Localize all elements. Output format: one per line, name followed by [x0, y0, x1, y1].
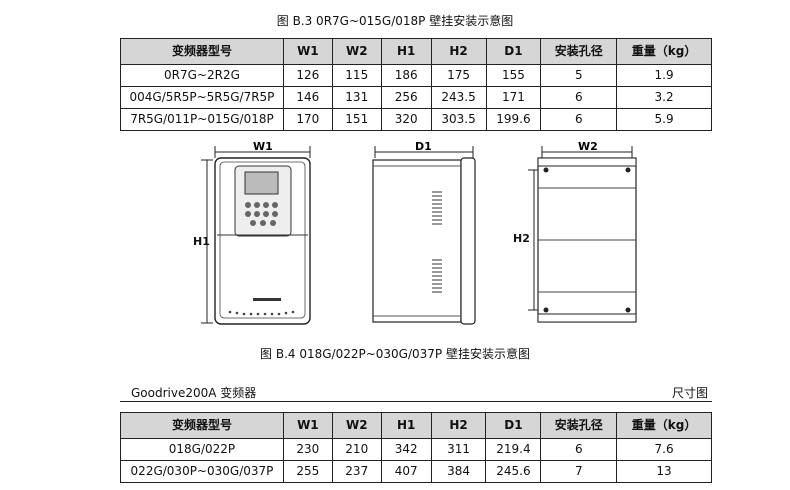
d1-dimension-label: D1: [415, 140, 432, 153]
table-cell: 13: [616, 460, 712, 483]
column-header: 重量（kg）: [616, 412, 712, 439]
header-rule: [120, 401, 712, 402]
front-view-drawing: W1: [201, 140, 311, 325]
table-cell: 004G/5R5P~5R5G/7R5P: [120, 86, 284, 109]
column-header: W1: [282, 412, 333, 439]
h2-dimension-label: H2: [513, 232, 530, 245]
table-cell: 186: [380, 64, 432, 87]
table-cell: 6: [540, 108, 618, 131]
side-vent-lower: [432, 259, 442, 293]
table-cell: 018G/022P: [120, 438, 284, 461]
table-cell: 303.5: [430, 108, 487, 131]
table-cell: 1.9: [616, 64, 712, 87]
table-cell: 219.4: [485, 438, 542, 461]
vent-slots-bottom: [228, 310, 295, 316]
table-cell: 237: [331, 460, 382, 483]
table-cell: 311: [430, 438, 487, 461]
column-header: 重量（kg）: [616, 38, 712, 65]
side-vent-upper: [432, 191, 442, 225]
table-cell: 6: [540, 438, 618, 461]
column-header: H1: [380, 38, 432, 65]
column-header: H2: [430, 38, 487, 65]
figure-caption-b3: 图 B.3 0R7G~015G/018P 壁挂安装示意图: [276, 14, 514, 28]
column-header: W2: [331, 412, 382, 439]
table-cell: 171: [485, 86, 542, 109]
h1-dimension-label: H1: [193, 235, 210, 248]
table-cell: 151: [331, 108, 382, 131]
table-cell: 175: [430, 64, 487, 87]
table-cell: 6: [540, 86, 618, 109]
column-header: 变频器型号: [120, 412, 284, 439]
table-cell: 255: [282, 460, 333, 483]
table-cell: 245.6: [485, 460, 542, 483]
table-cell: 155: [485, 64, 542, 87]
table-cell: 384: [430, 460, 487, 483]
column-header: 安装孔径: [540, 412, 618, 439]
table-cell: 199.6: [485, 108, 542, 131]
drive-side-body: [372, 159, 462, 323]
table-cell: 243.5: [430, 86, 487, 109]
page-header-product: Goodrive200A 变频器: [131, 386, 257, 400]
back-view-drawing: W2: [528, 140, 637, 323]
column-header: H1: [380, 412, 432, 439]
keypad-buttons: [245, 202, 278, 226]
column-header: 安装孔径: [540, 38, 618, 65]
column-header: D1: [485, 412, 542, 439]
table-cell: 146: [282, 86, 333, 109]
column-header: W1: [282, 38, 333, 65]
w2-dimension-label: W2: [578, 140, 598, 153]
table-cell: 022G/030P~030G/037P: [120, 460, 284, 483]
table-cell: 7: [540, 460, 618, 483]
side-view-drawing: D1: [372, 140, 476, 325]
column-header: 变频器型号: [120, 38, 284, 65]
figure-caption-b4: 图 B.4 018G/022P~030G/037P 壁挂安装示意图: [260, 347, 530, 361]
table-cell: 126: [282, 64, 333, 87]
table-cell: 170: [282, 108, 333, 131]
table-cell: 7R5G/011P~015G/018P: [120, 108, 284, 131]
table-cell: 320: [380, 108, 432, 131]
table-cell: 115: [331, 64, 382, 87]
table-cell: 407: [380, 460, 432, 483]
column-header: D1: [485, 38, 542, 65]
table-cell: 131: [331, 86, 382, 109]
table-cell: 230: [282, 438, 333, 461]
table-cell: 5: [540, 64, 618, 87]
page-header-section: 尺寸图: [671, 386, 708, 400]
mounting-holes: [543, 167, 631, 313]
w1-dimension-label: W1: [253, 140, 273, 153]
column-header: H2: [430, 412, 487, 439]
table-cell: 3.2: [616, 86, 712, 109]
table-cell: 5.9: [616, 108, 712, 131]
table-cell: 210: [331, 438, 382, 461]
table-cell: 342: [380, 438, 432, 461]
column-header: W2: [331, 38, 382, 65]
table-cell: 7.6: [616, 438, 712, 461]
table-cell: 0R7G~2R2G: [120, 64, 284, 87]
table-cell: 256: [380, 86, 432, 109]
keypad-display: [244, 171, 279, 195]
